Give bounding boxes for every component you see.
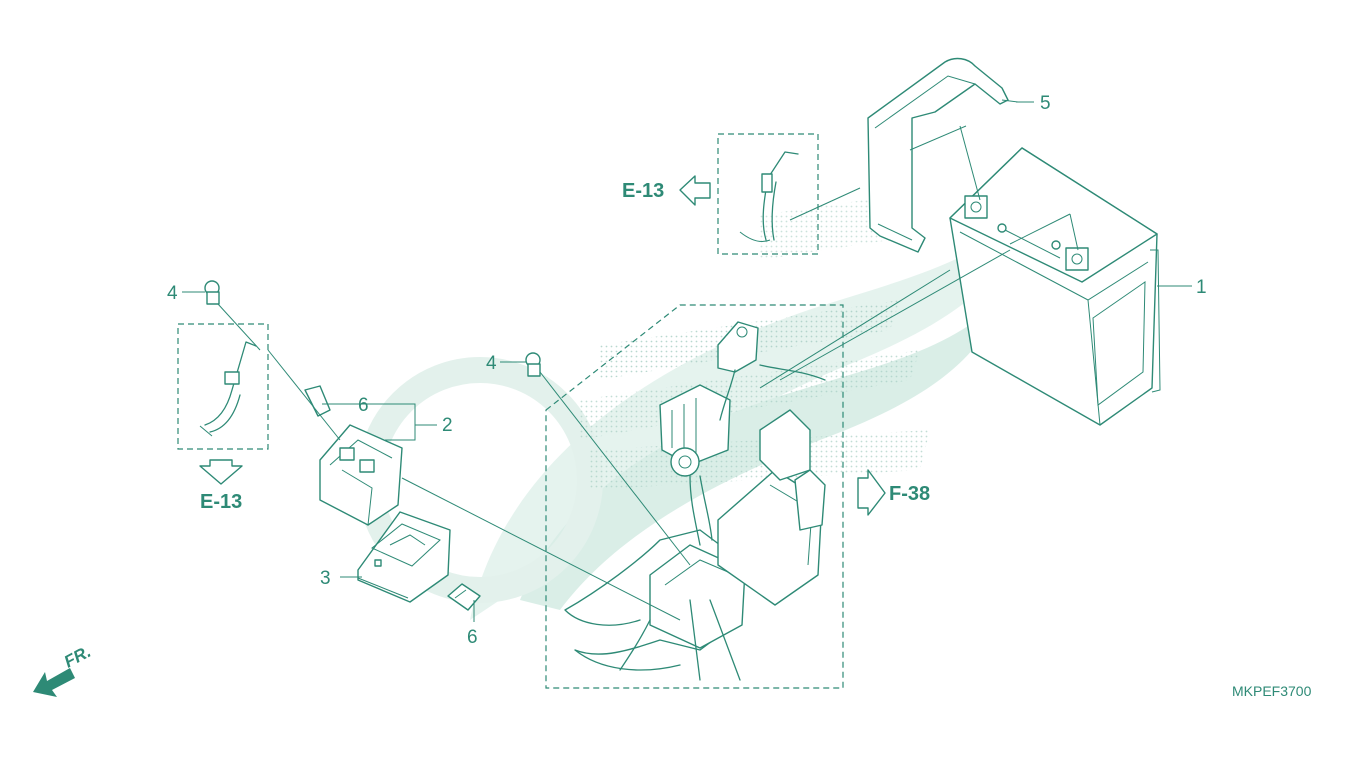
callout-3: 3 [320, 568, 331, 589]
front-direction-label: FR. [61, 642, 94, 672]
part-1-battery [949, 147, 1161, 426]
wire-harness-assembly [545, 304, 844, 689]
ref-e13-left[interactable]: E-13 [200, 491, 242, 513]
arrow-e13-top [679, 175, 711, 206]
arrow-f38 [857, 469, 886, 516]
arrow-e13-left [199, 459, 243, 485]
callout-2: 2 [442, 415, 453, 436]
part-4-bolt-left [204, 280, 261, 351]
part-2-starter-relay [319, 424, 403, 526]
part-4-bolt-center [525, 352, 541, 377]
ref-e13-top[interactable]: E-13 [622, 180, 664, 202]
callout-5: 5 [1040, 93, 1051, 114]
callout-4-center: 4 [486, 353, 497, 374]
inset-left-battery-cable [177, 323, 269, 450]
part-5-battery-band [867, 57, 1019, 253]
part-6-fuse-lower [447, 583, 481, 611]
diagram-code: MKPEF3700 [1232, 683, 1312, 699]
inset-top-battery-cable [717, 133, 861, 255]
ref-f38[interactable]: F-38 [889, 483, 930, 505]
callout-6-lower: 6 [467, 627, 478, 648]
part-3-fuse-box [357, 511, 451, 603]
callout-6-upper: 6 [358, 395, 369, 416]
callout-1: 1 [1196, 277, 1207, 298]
front-direction-arrow [33, 668, 75, 697]
callout-4-left: 4 [167, 283, 178, 304]
leader-lines [182, 101, 1192, 622]
